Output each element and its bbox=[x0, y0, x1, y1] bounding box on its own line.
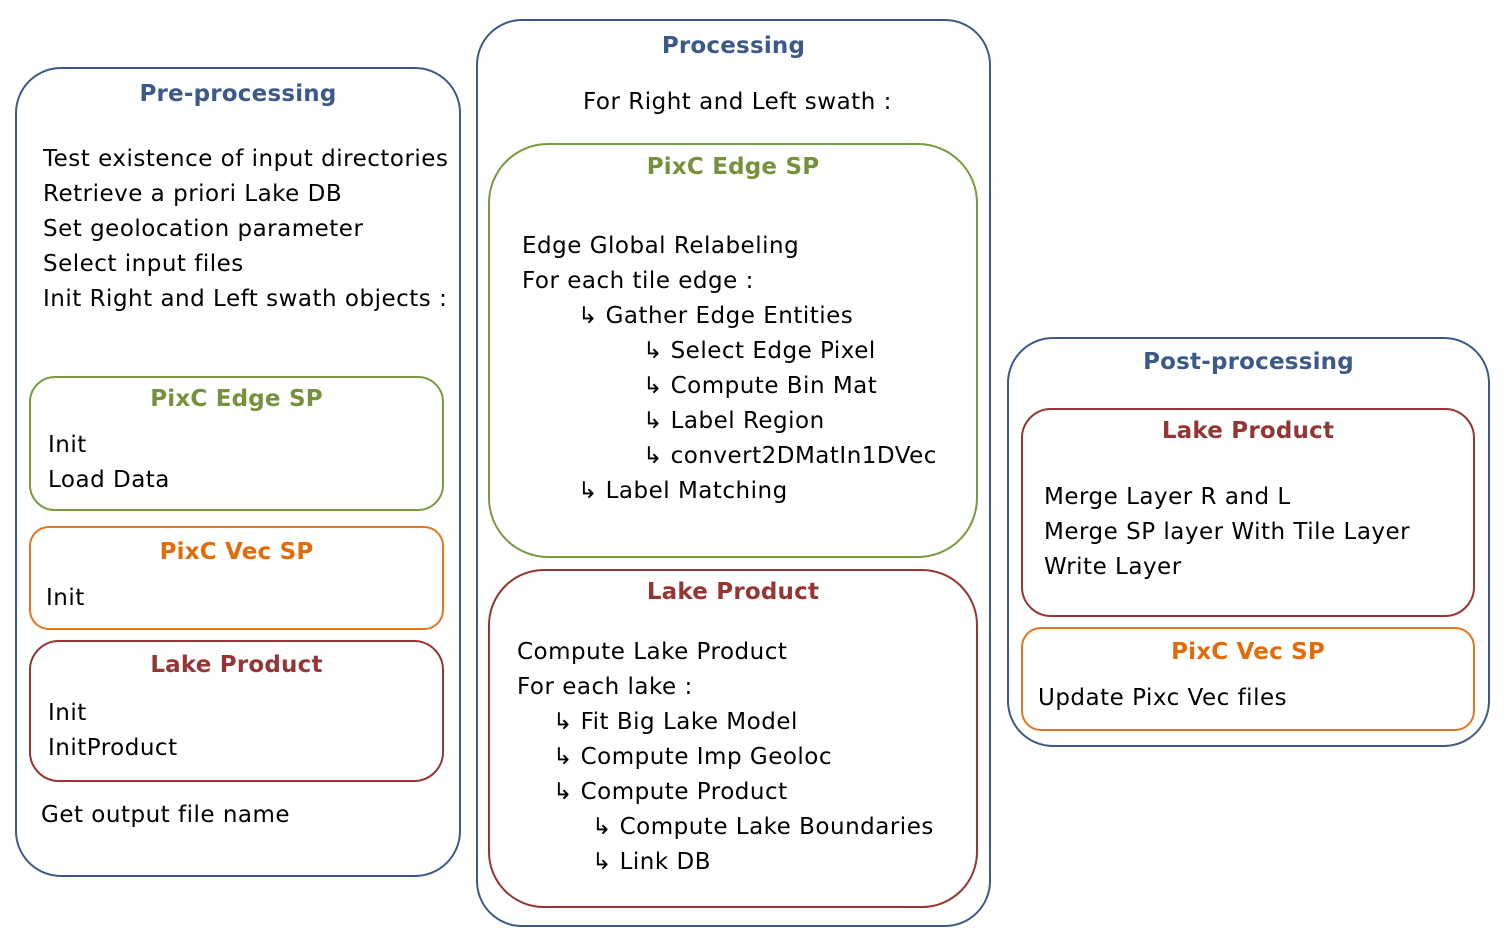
proc-lake-product-substep: ↳ Compute Product bbox=[553, 779, 788, 805]
post-pixc-vec-box: PixC Vec SP Update Pixc Vec files bbox=[1021, 627, 1475, 731]
post-lake-product-step: Merge Layer R and L bbox=[1044, 484, 1291, 510]
preprocessing-step: Select input files bbox=[43, 251, 244, 277]
proc-pixc-edge-box: PixC Edge SP Edge Global Relabeling For … bbox=[488, 143, 978, 558]
pre-pixc-edge-box: PixC Edge SP Init Load Data bbox=[29, 376, 444, 511]
pre-pixc-vec-box: PixC Vec SP Init bbox=[29, 526, 444, 630]
proc-lake-product-step: Compute Lake Product bbox=[517, 639, 788, 665]
proc-lake-product-title: Lake Product bbox=[646, 579, 820, 605]
proc-pixc-edge-title: PixC Edge SP bbox=[646, 154, 820, 180]
proc-pixc-edge-subsubstep: ↳ Label Region bbox=[643, 408, 825, 434]
post-lake-product-step: Write Layer bbox=[1044, 554, 1182, 580]
pre-pixc-edge-step: Init bbox=[48, 432, 87, 458]
pre-pixc-vec-step: Init bbox=[46, 585, 85, 611]
preprocessing-step: Test existence of input directories bbox=[43, 146, 449, 172]
pre-lake-product-title: Lake Product bbox=[150, 652, 323, 678]
preprocessing-footer: Get output file name bbox=[41, 802, 291, 828]
preprocessing-step: Set geolocation parameter bbox=[43, 216, 364, 242]
proc-pixc-edge-substep: ↳ Gather Edge Entities bbox=[578, 303, 854, 329]
pre-lake-product-step: Init bbox=[48, 700, 87, 726]
pre-pixc-edge-step: Load Data bbox=[48, 467, 170, 493]
proc-lake-product-box: Lake Product Compute Lake Product For ea… bbox=[488, 569, 978, 908]
proc-lake-product-substep: ↳ Fit Big Lake Model bbox=[553, 709, 798, 735]
pre-lake-product-step: InitProduct bbox=[48, 735, 178, 761]
post-pixc-vec-title: PixC Vec SP bbox=[1171, 639, 1325, 665]
proc-pixc-edge-step: For each tile edge : bbox=[522, 268, 754, 294]
proc-pixc-edge-substep: ↳ Label Matching bbox=[578, 478, 788, 504]
post-lake-product-box: Lake Product Merge Layer R and L Merge S… bbox=[1021, 408, 1475, 617]
post-pixc-vec-step: Update Pixc Vec files bbox=[1038, 685, 1288, 711]
proc-lake-product-subsubstep: ↳ Compute Lake Boundaries bbox=[592, 814, 934, 840]
proc-lake-product-subsubstep: ↳ Link DB bbox=[592, 849, 711, 875]
proc-pixc-edge-subsubstep: ↳ convert2DMatIn1DVec bbox=[643, 443, 937, 469]
processing-title: Processing bbox=[661, 33, 806, 59]
postprocessing-title: Post-processing bbox=[1143, 349, 1354, 375]
proc-pixc-edge-subsubstep: ↳ Select Edge Pixel bbox=[643, 338, 876, 364]
processing-subtitle: For Right and Left swath : bbox=[583, 89, 892, 115]
preprocessing-step: Retrieve a priori Lake DB bbox=[43, 181, 343, 207]
preprocessing-step: Init Right and Left swath objects : bbox=[43, 286, 448, 312]
proc-lake-product-step: For each lake : bbox=[517, 674, 693, 700]
preprocessing-title: Pre-processing bbox=[139, 81, 337, 107]
pre-lake-product-box: Lake Product Init InitProduct bbox=[29, 640, 444, 782]
post-lake-product-step: Merge SP layer With Tile Layer bbox=[1044, 519, 1411, 545]
pre-pixc-vec-title: PixC Vec SP bbox=[159, 539, 314, 565]
proc-lake-product-substep: ↳ Compute Imp Geoloc bbox=[553, 744, 833, 770]
proc-pixc-edge-subsubstep: ↳ Compute Bin Mat bbox=[643, 373, 878, 399]
proc-pixc-edge-step: Edge Global Relabeling bbox=[522, 233, 800, 259]
pre-pixc-edge-title: PixC Edge SP bbox=[150, 386, 323, 412]
post-lake-product-title: Lake Product bbox=[1161, 418, 1335, 444]
